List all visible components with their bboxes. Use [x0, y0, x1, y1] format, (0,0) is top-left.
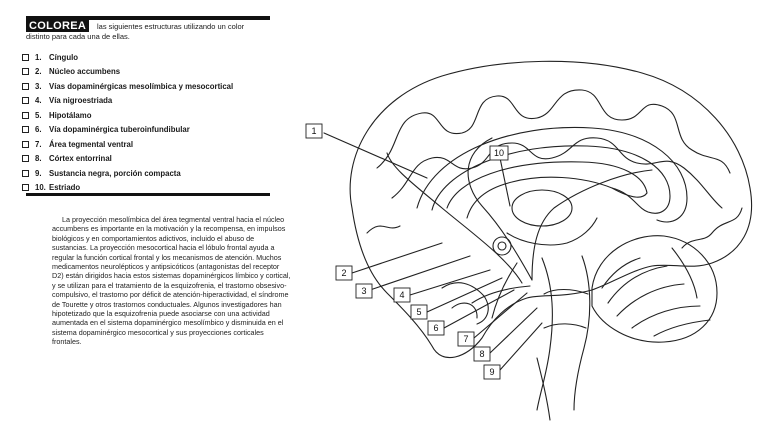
- gyri-line-outer: [377, 90, 730, 173]
- structure-checklist: 1.Cíngulo 2.Núcleo accumbens 3.Vías dopa…: [22, 50, 282, 195]
- label-1: 1: [311, 126, 316, 136]
- item-number: 1.: [35, 53, 49, 62]
- checklist-item-1: 1.Cíngulo: [22, 50, 282, 65]
- instruction-text: las siguientes estructuras utilizando un…: [97, 22, 244, 31]
- mammillary-body: [498, 242, 506, 250]
- checkbox[interactable]: [22, 54, 29, 61]
- mesocortical-pathway: [387, 153, 522, 283]
- leader-line-4: [410, 270, 490, 295]
- cingulate-gyrus: [417, 127, 687, 221]
- item-label: Área tegmental ventral: [49, 140, 133, 149]
- checkbox[interactable]: [22, 112, 29, 119]
- instruction-panel: COLOREA las siguientes estructuras utili…: [0, 0, 290, 433]
- spinal-projection: [537, 358, 550, 420]
- corpus-callosum-upper: [432, 146, 670, 213]
- leader-line-10: [500, 158, 510, 206]
- checkbox[interactable]: [22, 97, 29, 104]
- item-label: Cíngulo: [49, 53, 78, 62]
- item-label: Hipotálamo: [49, 111, 91, 120]
- item-label: Sustancia negra, porción compacta: [49, 169, 181, 178]
- checkbox[interactable]: [22, 155, 29, 162]
- item-number: 4.: [35, 96, 49, 105]
- leader-line-7: [474, 293, 527, 338]
- item-label: Vías dopaminérgicas mesolímbica y mesoco…: [49, 82, 233, 91]
- leader-line-8: [490, 308, 537, 353]
- checklist-item-4: 4.Vía nigroestriada: [22, 94, 282, 109]
- colorea-heading: COLOREA: [26, 20, 89, 32]
- thalamus: [512, 190, 572, 226]
- item-number: 7.: [35, 140, 49, 149]
- label-8: 8: [479, 349, 484, 359]
- leader-line-1: [324, 133, 427, 178]
- entorhinal-cortex: [452, 303, 477, 318]
- label-6: 6: [433, 323, 438, 333]
- brainstem-back: [574, 256, 590, 410]
- brainstem-front: [537, 258, 552, 410]
- checkbox[interactable]: [22, 184, 29, 191]
- item-label: Córtex entorrinal: [49, 154, 112, 163]
- checklist-item-6: 6.Vía dopaminérgica tuberoinfundibular: [22, 123, 282, 138]
- leader-line-6: [444, 290, 514, 328]
- checklist-item-7: 7.Área tegmental ventral: [22, 137, 282, 152]
- item-label: Núcleo accumbens: [49, 67, 120, 76]
- item-number: 3.: [35, 82, 49, 91]
- checklist-item-3: 3.Vías dopaminérgicas mesolímbica y meso…: [22, 79, 282, 94]
- item-label: Vía dopaminérgica tuberoinfundibular: [49, 125, 190, 134]
- cerebellar-folia: [602, 248, 710, 336]
- checkbox[interactable]: [22, 126, 29, 133]
- item-number: 5.: [35, 111, 49, 120]
- item-number: 8.: [35, 154, 49, 163]
- item-number: 10.: [35, 183, 49, 192]
- cerebellum: [592, 236, 717, 342]
- label-4: 4: [399, 290, 404, 300]
- gyri-line-middle: [392, 138, 722, 208]
- leader-line-3: [370, 256, 470, 290]
- item-number: 9.: [35, 169, 49, 178]
- checklist-item-8: 8.Córtex entorrinal: [22, 152, 282, 167]
- cerebrum-outline: [350, 61, 751, 357]
- checkbox[interactable]: [22, 68, 29, 75]
- checklist-item-2: 2.Núcleo accumbens: [22, 65, 282, 80]
- checklist-rule: [26, 193, 270, 196]
- leader-line-2: [352, 243, 442, 273]
- description-paragraph: La proyección mesolímbica del área tegme…: [52, 215, 292, 347]
- checkbox[interactable]: [22, 83, 29, 90]
- instruction-text-2: distinto para cada una de ellas.: [26, 32, 130, 41]
- label-5: 5: [416, 307, 421, 317]
- item-label: Estriado: [49, 183, 80, 192]
- checkbox[interactable]: [22, 141, 29, 148]
- item-number: 2.: [35, 67, 49, 76]
- gyri-line-edge: [367, 208, 742, 248]
- item-label: Vía nigroestriada: [49, 96, 112, 105]
- brain-sagittal-diagram: 1 2 3 4 5 6 7 8 9 10: [292, 58, 768, 433]
- checklist-item-5: 5.Hipotálamo: [22, 108, 282, 123]
- label-7: 7: [463, 334, 468, 344]
- label-3: 3: [361, 286, 366, 296]
- label-2: 2: [341, 268, 346, 278]
- checklist-item-9: 9.Sustancia negra, porción compacta: [22, 166, 282, 181]
- leader-line-9: [500, 323, 542, 370]
- label-10: 10: [494, 148, 504, 158]
- item-number: 6.: [35, 125, 49, 134]
- checkbox[interactable]: [22, 170, 29, 177]
- hypothalamic-sulcus: [507, 218, 597, 245]
- brain-illustration: 1 2 3 4 5 6 7 8 9 10: [292, 58, 768, 433]
- label-9: 9: [489, 367, 494, 377]
